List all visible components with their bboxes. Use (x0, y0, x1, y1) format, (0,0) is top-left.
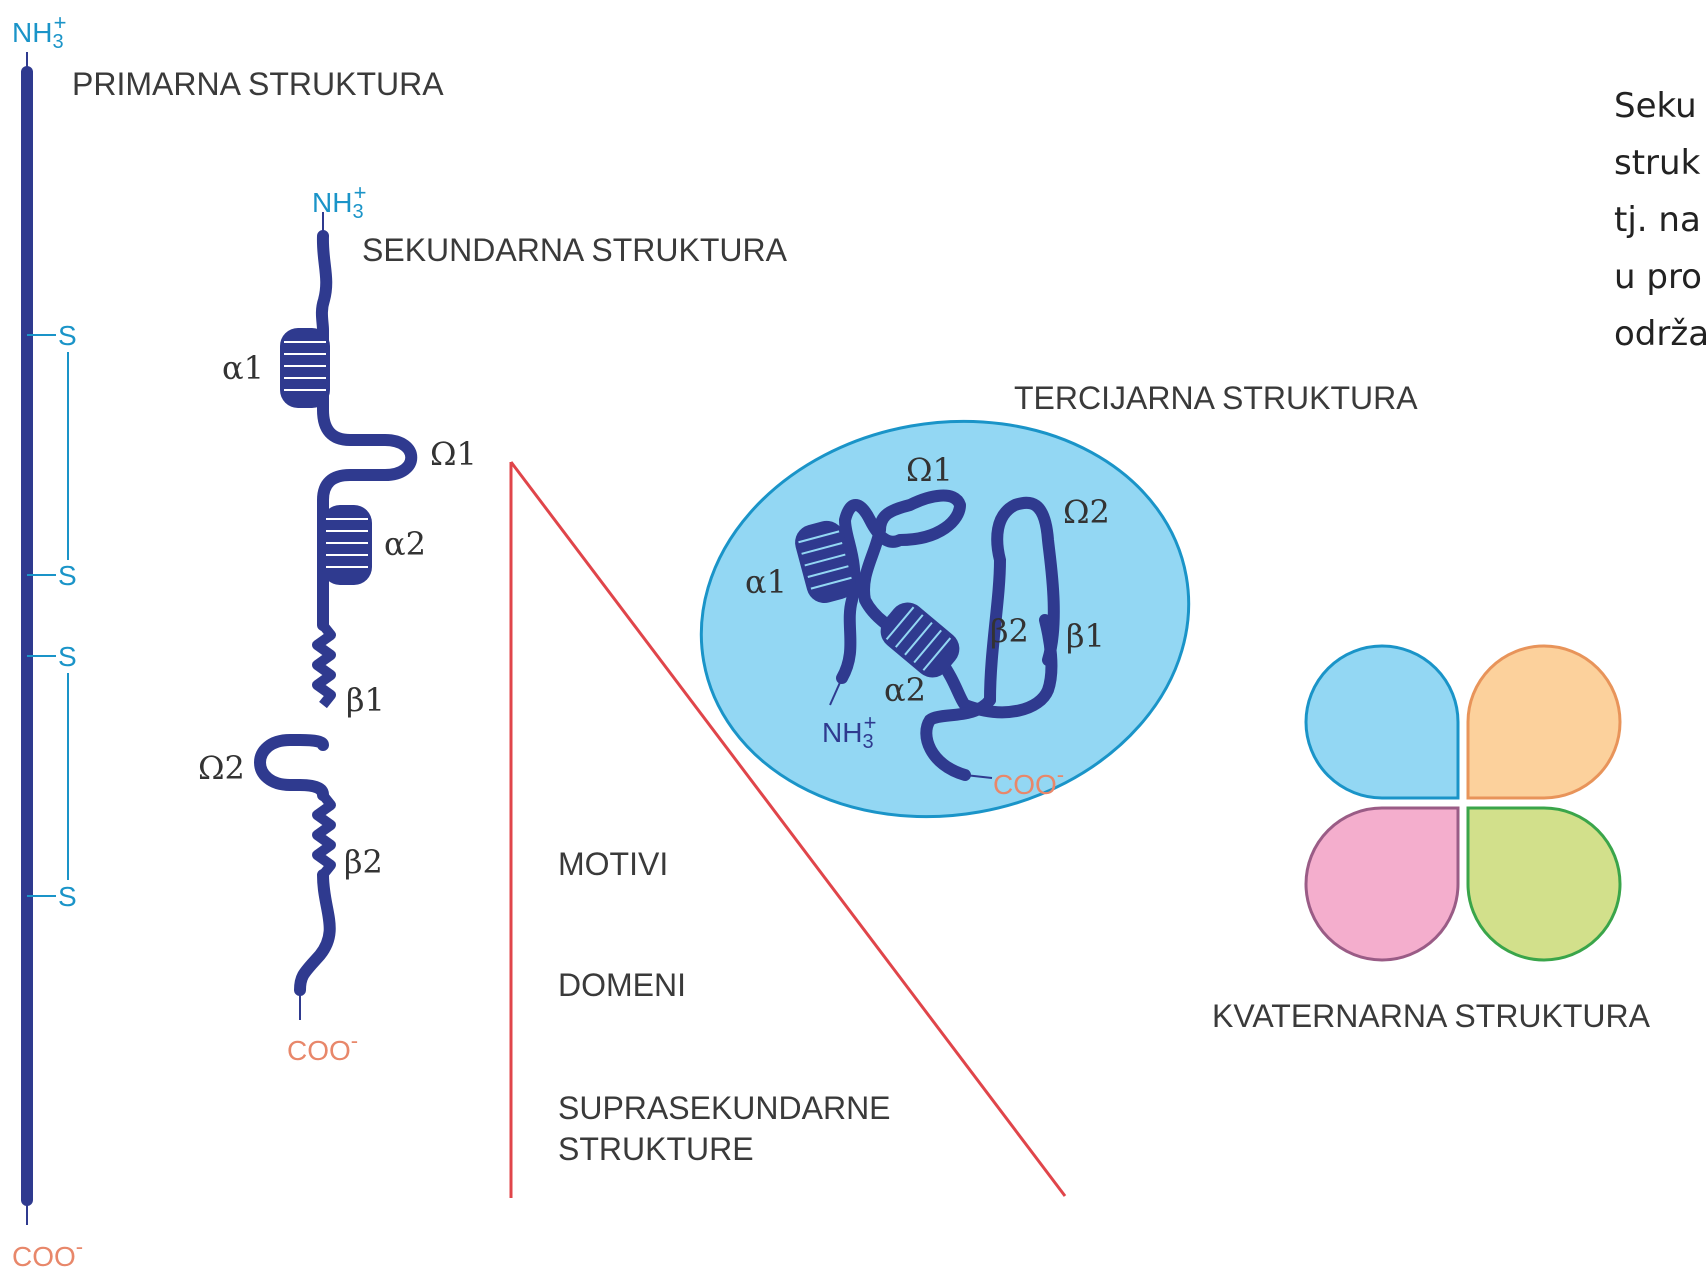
subunit-orange (1468, 646, 1620, 798)
secondary-label-alpha1: α1 (222, 352, 264, 384)
label-supra-line1: SUPRASEKUNDARNE (558, 1092, 891, 1124)
side-text-line-2: struk (1614, 135, 1708, 192)
primary-c-terminus: COO- (12, 1236, 83, 1271)
strand-beta2 (317, 795, 331, 875)
label-primary-structure: PRIMARNA STRUKTURA (72, 68, 444, 100)
side-text-line-4: u pro (1614, 249, 1708, 306)
secondary-label-beta1: β1 (346, 684, 385, 716)
secondary-c-terminus: COO- (287, 1030, 358, 1065)
tertiary-label-beta2: β2 (990, 615, 1029, 647)
tertiary-n-terminus: NH3+ (822, 712, 876, 752)
tertiary-label-omega1: Ω1 (906, 454, 953, 486)
side-text-line-1: Seku (1614, 78, 1708, 135)
secondary-label-alpha2: α2 (384, 528, 426, 560)
label-tertiary-structure: TERCIJARNA STRUKTURA (1014, 382, 1418, 414)
side-text-line-5: održa (1614, 306, 1708, 363)
label-motifs: MOTIVI (558, 848, 668, 880)
subunit-green (1468, 808, 1620, 960)
secondary-structure (260, 212, 411, 1020)
loop-omega2 (260, 740, 323, 795)
tertiary-label-alpha1: α1 (745, 566, 787, 598)
secondary-label-omega2: Ω2 (198, 752, 245, 784)
subunit-pink (1306, 808, 1458, 960)
tertiary-label-alpha2: α2 (884, 674, 926, 706)
sulfur-label-1: S (58, 322, 77, 350)
side-description-text: Seku struk tj. na u pro održa (1614, 78, 1708, 363)
secondary-chain-tail (300, 875, 330, 990)
sulfur-label-2: S (58, 562, 77, 590)
label-domains: DOMENI (558, 969, 686, 1001)
subunit-blue (1306, 646, 1458, 798)
sulfur-label-3: S (58, 643, 77, 671)
label-secondary-structure: SEKUNDARNA STRUKTURA (362, 234, 787, 266)
label-supra-line2: STRUKTURE (558, 1133, 754, 1165)
tertiary-c-terminus: COO- (993, 764, 1064, 799)
secondary-label-omega1: Ω1 (430, 438, 477, 470)
primary-n-terminus: NH3+ (12, 12, 66, 52)
quaternary-structure (1306, 646, 1620, 960)
strand-beta1 (317, 625, 331, 705)
helix-alpha1 (280, 328, 330, 408)
label-quaternary-structure: KVATERNARNA STRUKTURA (1212, 1000, 1650, 1032)
disulfide-bonds (27, 335, 68, 896)
secondary-n-terminus: NH3+ (312, 182, 366, 222)
secondary-label-beta2: β2 (344, 846, 383, 878)
side-text-line-3: tj. na (1614, 192, 1708, 249)
tertiary-label-omega2: Ω2 (1063, 496, 1110, 528)
sulfur-label-4: S (58, 883, 77, 911)
primary-structure (27, 52, 68, 1225)
tertiary-label-beta1: β1 (1066, 620, 1105, 652)
helix-alpha2 (322, 505, 372, 585)
